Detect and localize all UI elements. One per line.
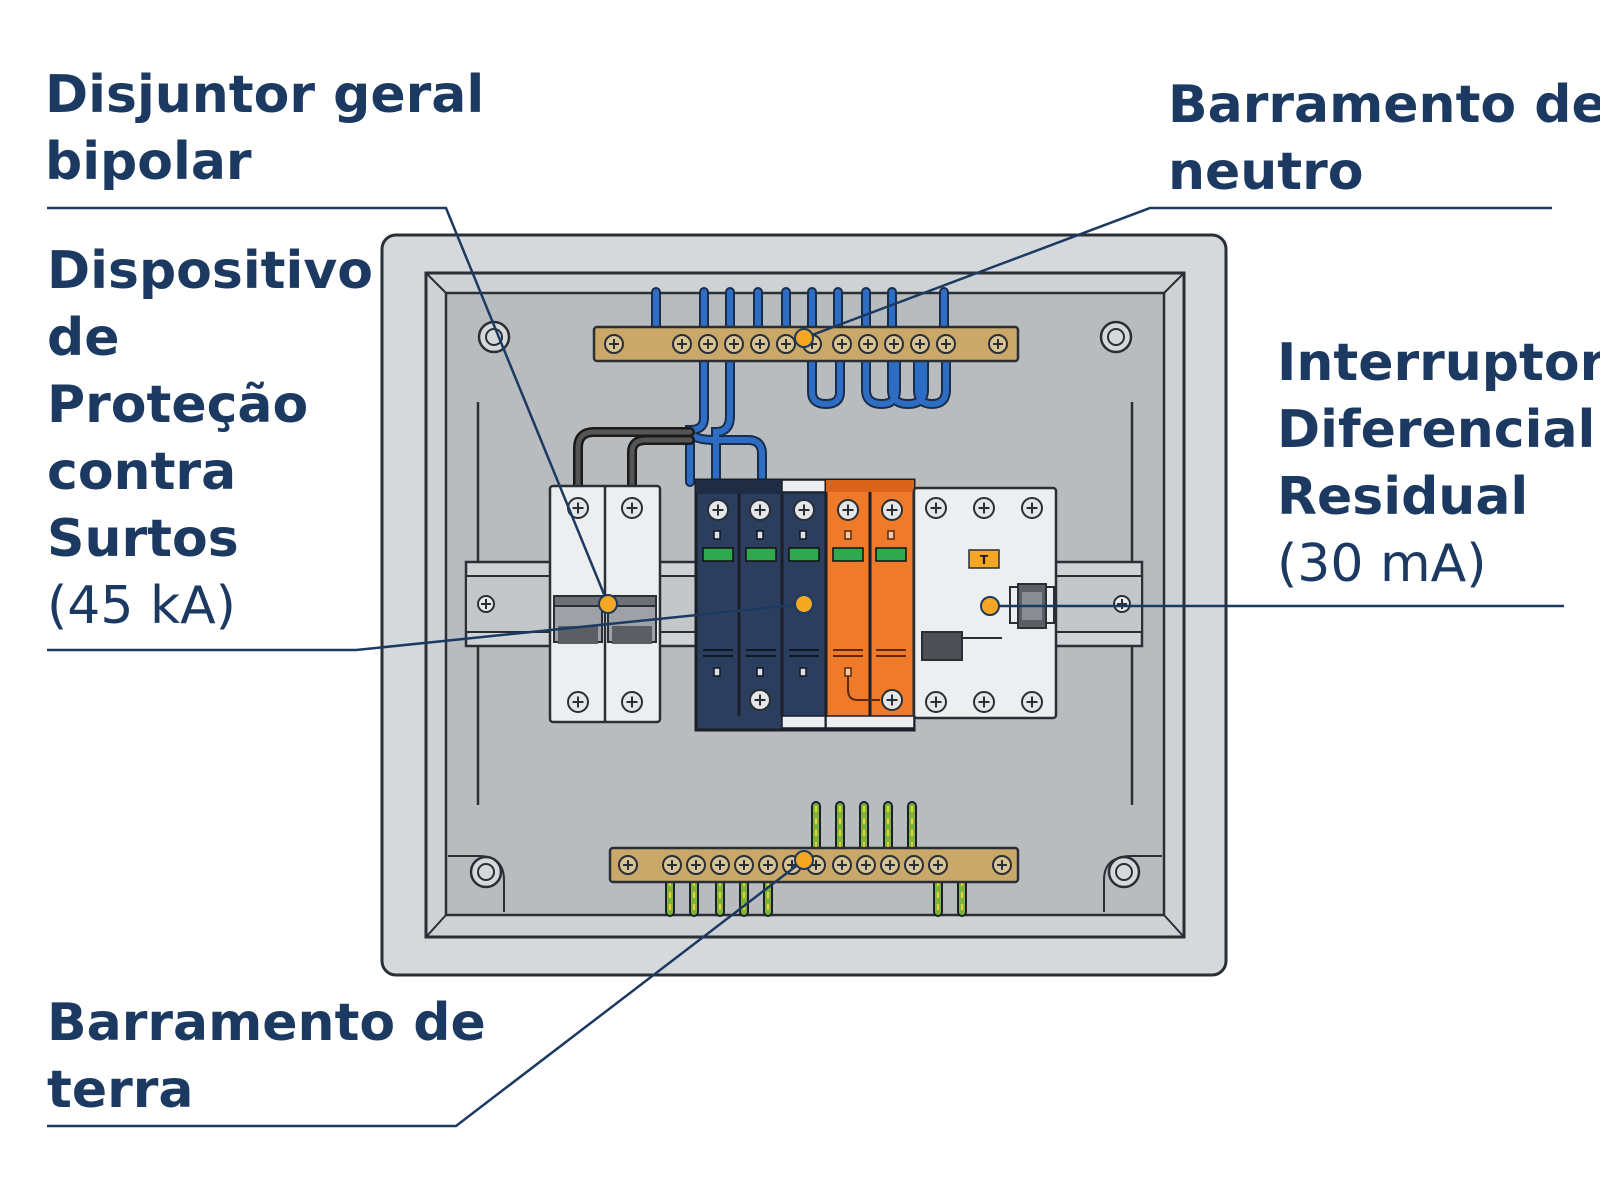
label-rcd-line-1: Interruptor: [1277, 333, 1600, 393]
label-spd-line-5: Surtos: [47, 509, 239, 569]
mounting-hole-bottom-left-icon: [448, 855, 505, 912]
marker-rcd: [980, 596, 1000, 616]
screw-icon: [832, 855, 852, 875]
label-earth-bar: Barramento de terra: [47, 990, 486, 1124]
screw-icon: [567, 691, 589, 713]
label-earth-bar-line-2: terra: [47, 1060, 194, 1120]
screw-icon: [710, 855, 730, 875]
label-rcd-rating: (30 mA): [1277, 534, 1487, 594]
screw-icon: [758, 855, 778, 875]
screw-icon: [973, 691, 995, 713]
screw-icon: [1021, 497, 1043, 519]
screw-icon: [686, 855, 706, 875]
screw-icon: [856, 855, 876, 875]
mounting-hole-bottom-right-icon: [1103, 855, 1162, 912]
label-main-breaker-line-1: Disjuntor geral: [45, 65, 485, 125]
screw-icon: [936, 334, 956, 354]
screw-icon: [662, 855, 682, 875]
label-rcd: Interruptor Diferencial Residual (30 mA): [1277, 330, 1600, 598]
neutral-busbar: [592, 325, 1020, 363]
screw-icon: [832, 334, 852, 354]
module-terminal-screws: [567, 497, 1043, 713]
label-spd-line-2: de: [47, 308, 120, 368]
screw-icon: [793, 499, 815, 521]
leader-lines: [47, 206, 1564, 1128]
label-spd-rating: (45 kA): [47, 576, 236, 636]
screw-icon: [1021, 691, 1043, 713]
screw-icon: [621, 497, 643, 519]
screw-icon: [973, 497, 995, 519]
label-spd: Dispositivo de Proteção contra Surtos (4…: [47, 238, 373, 640]
marker-neutral-bar: [794, 328, 814, 348]
screw-icon: [910, 334, 930, 354]
screw-icon: [858, 334, 878, 354]
label-main-breaker: Disjuntor geral bipolar: [45, 62, 484, 196]
spd-orange-modules: [824, 478, 916, 732]
screw-icon: [724, 334, 744, 354]
screw-icon: [750, 334, 770, 354]
label-neutral-bar-line-1: Barramento de: [1168, 75, 1600, 135]
screw-icon: [925, 497, 947, 519]
screw-icon: [881, 689, 903, 711]
marker-earth-bar: [794, 850, 814, 870]
label-rcd-line-2: Diferencial: [1277, 400, 1596, 460]
screw-icon: [672, 334, 692, 354]
marker-main-breaker: [598, 594, 618, 614]
screw-icon: [904, 855, 924, 875]
screw-icon: [988, 334, 1008, 354]
mounting-hole-top-right-icon: [1099, 320, 1133, 354]
leader-spd: [47, 602, 805, 652]
screw-icon: [880, 855, 900, 875]
label-main-breaker-line-2: bipolar: [45, 132, 252, 192]
label-spd-line-1: Dispositivo: [47, 241, 373, 301]
screw-icon: [749, 499, 771, 521]
earth-wires: [665, 801, 967, 917]
leader-earth-bar: [47, 859, 805, 1128]
label-neutral-bar: Barramento de neutro: [1168, 72, 1600, 206]
screw-icon: [837, 499, 859, 521]
label-spd-line-3: Proteção: [47, 375, 309, 435]
earth-busbar: [608, 846, 1020, 884]
leader-neutral-bar: [803, 206, 1552, 340]
screw-icon: [884, 334, 904, 354]
screw-icon: [992, 855, 1012, 875]
screw-icon: [618, 855, 638, 875]
screw-icon: [776, 334, 796, 354]
screw-icon: [604, 334, 624, 354]
label-earth-bar-line-1: Barramento de: [47, 993, 486, 1053]
screw-icon: [621, 691, 643, 713]
label-rcd-line-3: Residual: [1277, 467, 1529, 527]
label-neutral-bar-line-2: neutro: [1168, 142, 1364, 202]
marker-spd: [794, 594, 814, 614]
screw-icon: [881, 499, 903, 521]
leader-main-breaker: [47, 206, 610, 605]
label-spd-line-4: contra: [47, 442, 237, 502]
screw-icon: [925, 691, 947, 713]
rcd-test-button-label: T: [980, 553, 989, 567]
phase-wires: [573, 427, 695, 493]
screw-icon: [707, 499, 729, 521]
screw-icon: [749, 689, 771, 711]
screw-icon: [734, 855, 754, 875]
screw-icon: [698, 334, 718, 354]
callout-markers: [598, 328, 1000, 870]
screw-icon: [928, 855, 948, 875]
